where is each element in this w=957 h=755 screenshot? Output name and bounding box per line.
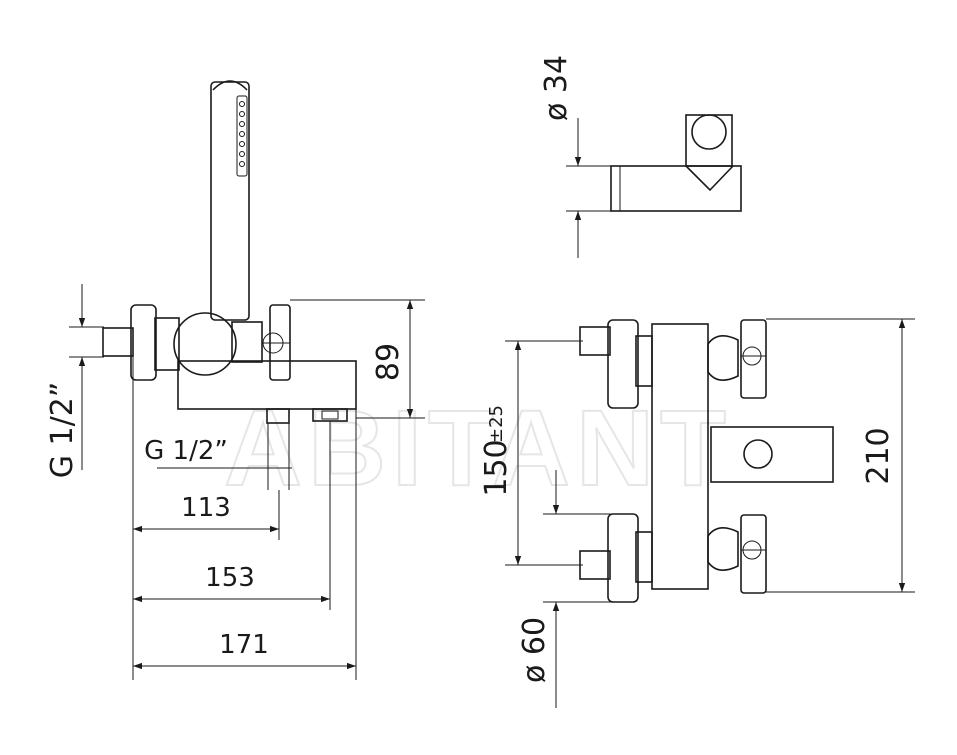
diameter-34-label: ø 34 (539, 55, 574, 121)
watermark: ABITANT (224, 387, 732, 508)
side-dimensions: G 1/2” 89 G 1/2” 113 153 171 (45, 284, 425, 680)
front-view (579, 319, 834, 603)
top-view: ø 34 (539, 55, 742, 258)
height-210-label: 210 (861, 427, 896, 484)
side-view (102, 80, 357, 424)
holder-ring (691, 114, 727, 150)
diameter-60-label: ø 60 (517, 617, 552, 683)
handle-top (740, 319, 767, 399)
center-distance-label: 150 (479, 439, 514, 496)
thread-left-label: G 1/2” (45, 382, 80, 479)
bottom-outlet (266, 408, 290, 424)
wall-flange (130, 304, 157, 381)
length-153-label: 153 (205, 563, 255, 593)
handle-bottom (740, 514, 767, 594)
front-dimensions: 150 ±25 210 ø 60 (479, 318, 915, 708)
length-113-label: 113 (181, 493, 231, 523)
shower-holder (173, 312, 237, 376)
front-spout (710, 426, 834, 483)
center-tolerance-label: ±25 (486, 405, 507, 443)
holder-arm (610, 165, 742, 212)
inlet-fitting (102, 327, 134, 357)
thread-bottom-label: G 1/2” (144, 436, 228, 466)
front-body (651, 323, 709, 590)
hand-shower (210, 80, 250, 321)
height-89-label: 89 (371, 343, 406, 381)
length-171-label: 171 (219, 630, 269, 660)
